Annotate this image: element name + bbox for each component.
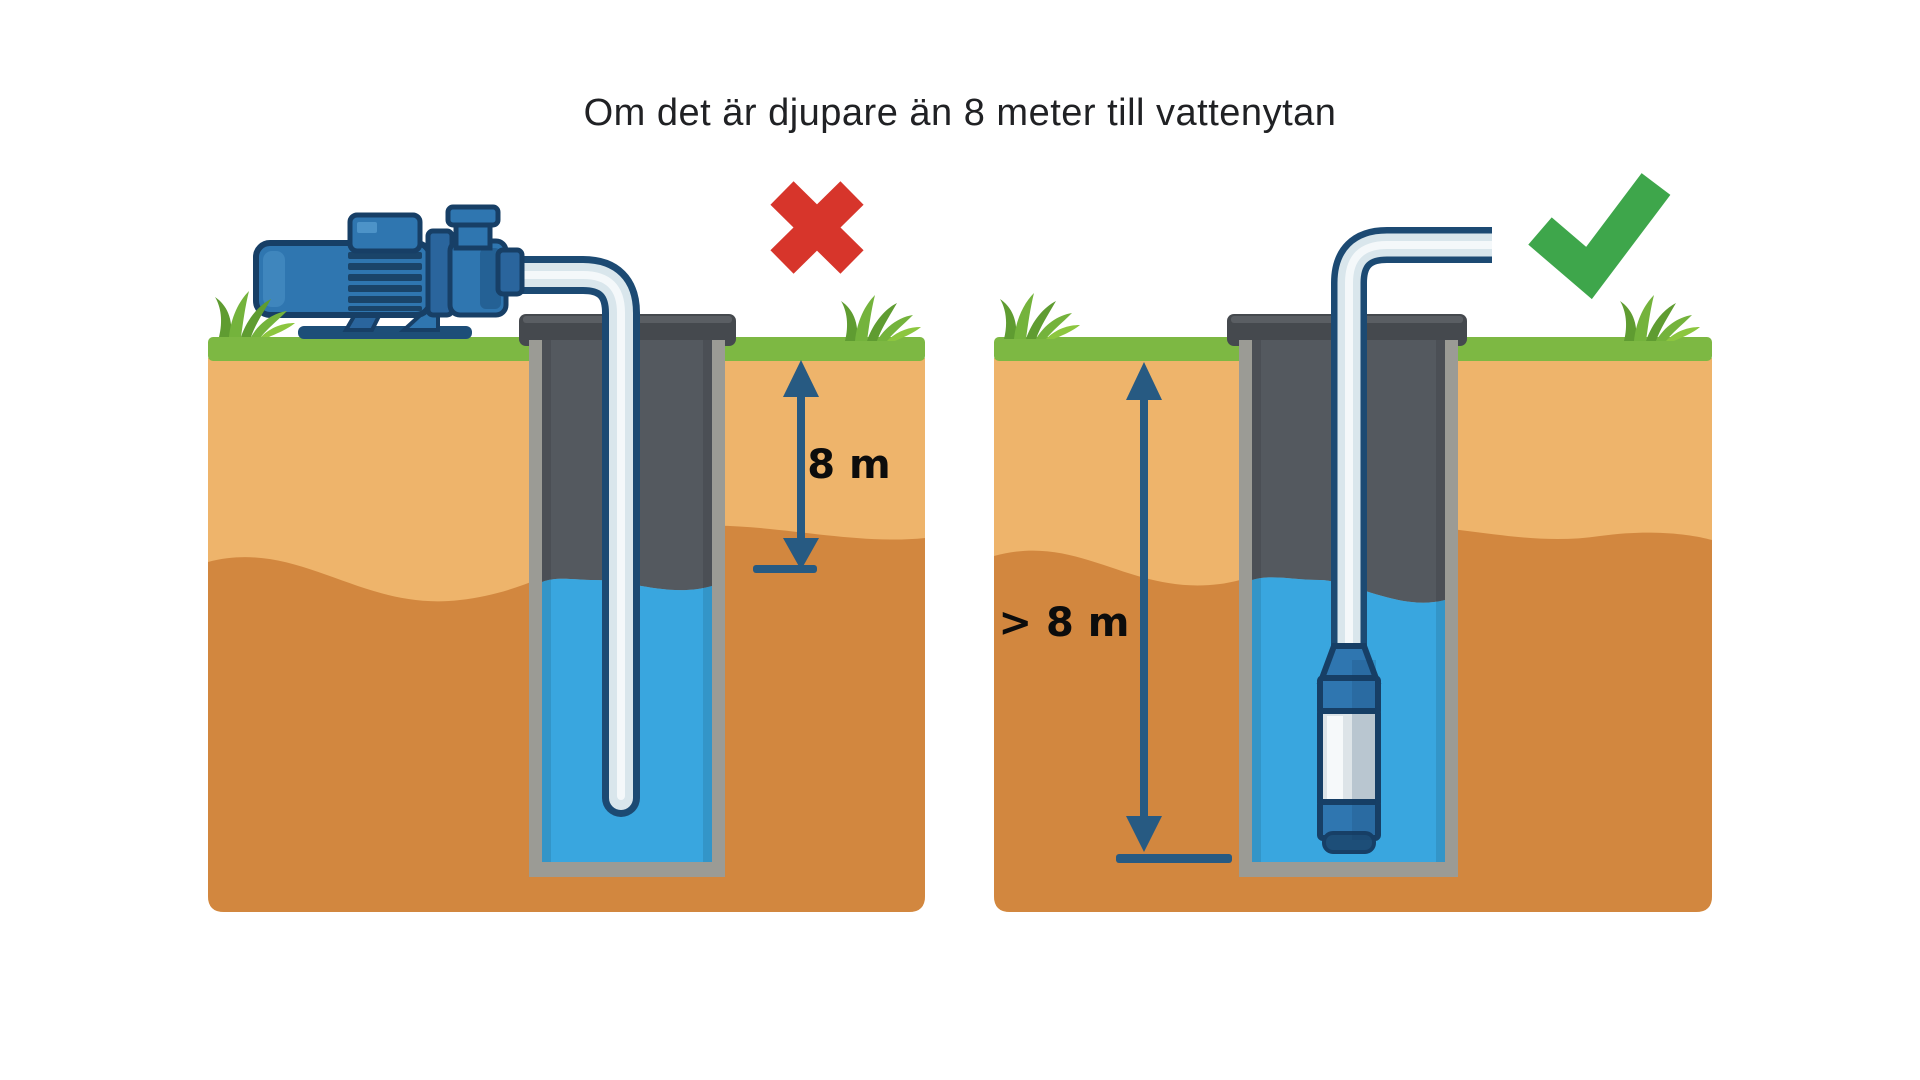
suction-pipe — [493, 256, 640, 817]
pump-outlet-flange — [495, 247, 525, 297]
red-x-icon — [770, 181, 864, 274]
pump-port-cap — [445, 204, 501, 228]
surface-pump — [253, 204, 525, 339]
well-inner-shadow-right — [703, 340, 712, 862]
arrowhead-up — [783, 360, 819, 397]
grass-tuft — [841, 295, 921, 341]
arrowhead-up — [1126, 362, 1162, 400]
depth-dimension-left — [753, 360, 819, 573]
arrowhead-down — [1126, 816, 1162, 852]
water-level-tick — [1116, 854, 1232, 863]
depth-label-right: > 8 m — [999, 600, 1130, 646]
motor-cooling-ribs — [348, 252, 422, 311]
water-level-tick — [753, 565, 817, 573]
pipe-highlight — [1345, 241, 1492, 662]
red-x-stroke-2 — [770, 181, 864, 274]
grass-tuft — [1620, 295, 1700, 341]
pump-side-shade — [1352, 660, 1376, 840]
green-check-icon — [1528, 173, 1671, 300]
arrowhead-down — [783, 538, 819, 570]
depth-label-left: 8 m — [807, 442, 890, 488]
left-panel: 8 m — [208, 181, 925, 912]
right-panel: > 8 m — [994, 173, 1712, 912]
pipe-highlight — [508, 271, 625, 800]
pump-base-plate — [298, 326, 472, 339]
submersible-pump — [1316, 643, 1382, 854]
well-inner-shadow-right — [1436, 340, 1445, 862]
well-inner-shadow-left — [1252, 340, 1261, 862]
grass-tuft — [1000, 293, 1080, 339]
pump-bottom-cap — [1322, 831, 1376, 854]
pump-body-highlight — [1327, 716, 1343, 800]
riser-pipe — [1331, 227, 1492, 662]
terminal-box-notch — [357, 222, 377, 233]
page-title: Om det är djupare än 8 meter till vatten… — [583, 92, 1337, 134]
motor-highlight — [263, 251, 285, 307]
depth-dimension-right — [1116, 362, 1232, 863]
well-inner-shadow-left — [542, 340, 551, 862]
